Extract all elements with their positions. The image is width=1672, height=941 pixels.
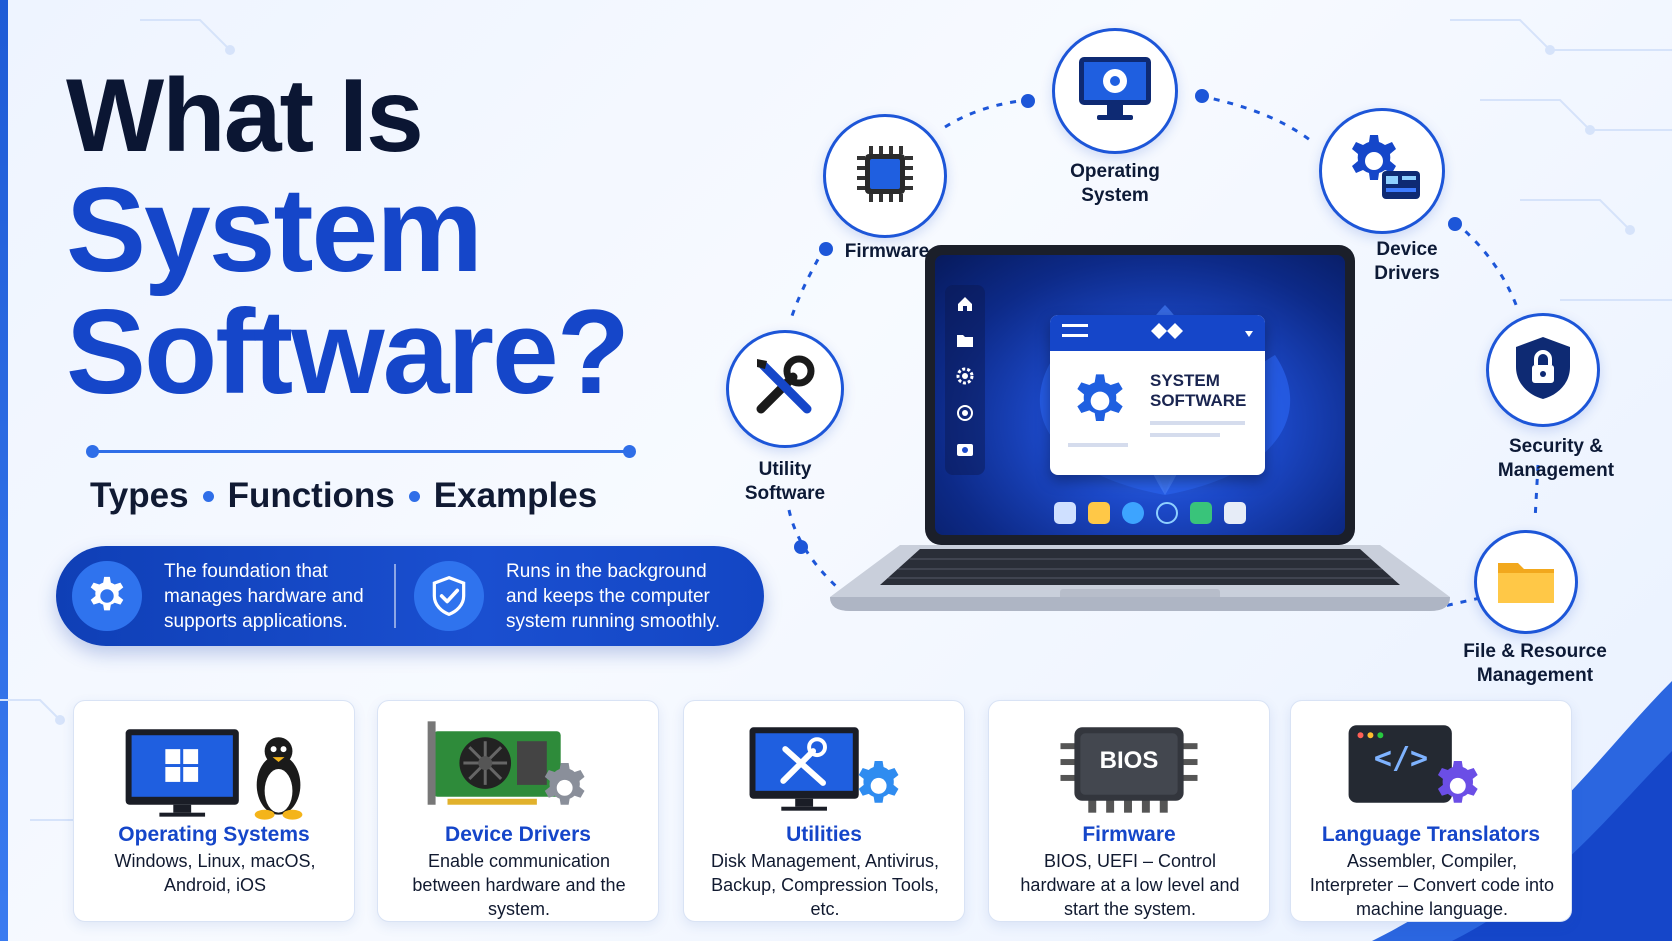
card-description: BIOS, UEFI – Control hardware at a low l… (1020, 851, 1240, 919)
app-icon[interactable] (1054, 502, 1076, 524)
card-description: Disk Management, Antivirus, Backup, Comp… (710, 851, 940, 919)
gear-card-icon (1342, 131, 1422, 212)
title-line-1: What Is (66, 58, 424, 174)
settings-icon[interactable] (1122, 502, 1144, 524)
folder-icon (956, 332, 974, 353)
gear-icon (956, 367, 974, 390)
monitor-tools-gear-icon (749, 727, 899, 811)
camera-icon (956, 441, 974, 462)
globe-icon[interactable] (1156, 502, 1178, 524)
node-label-operating-system: Operating System (1070, 161, 1160, 206)
node-label-device-drivers: Device Drivers (1374, 239, 1440, 284)
card-language-translators: </> Language Translators Assembler, Comp… (1290, 700, 1572, 922)
card-title: Utilities (786, 823, 862, 846)
node-security-management (1486, 313, 1600, 427)
window-title: SYSTEM SOFTWARE (1150, 371, 1246, 411)
card-title: Language Translators (1321, 823, 1541, 846)
gear-icon (956, 404, 974, 427)
card-description: Windows, Linux, macOS, Android, iOS (114, 851, 316, 895)
gear-icon (72, 561, 142, 631)
home-icon (956, 295, 974, 318)
node-file-resource-management (1474, 530, 1578, 634)
pill-left-text: The foundation that manages hardware and… (164, 560, 364, 632)
bios-chip-icon (1060, 727, 1198, 813)
node-device-drivers (1319, 108, 1445, 234)
title-underline (86, 445, 636, 458)
tagline-dot (202, 490, 214, 502)
system-software-window: SYSTEM SOFTWARE (1050, 315, 1265, 475)
monitor-gear-icon (1075, 53, 1155, 130)
tagline-dot (408, 490, 420, 502)
folder-icon[interactable] (1088, 502, 1110, 524)
node-utility-software (726, 330, 844, 448)
node-label-utility-software: Utility Software (744, 459, 826, 504)
pill-right-text: Runs in the background and keeps the com… (506, 560, 721, 632)
window-titlebar (1050, 315, 1265, 351)
folder-icon (1494, 553, 1558, 612)
card-operating-systems: Operating Systems Windows, Linux, macOS,… (73, 700, 355, 922)
laptop-screen: SYSTEM SOFTWARE (935, 255, 1345, 535)
code-window-gear-icon (1348, 725, 1478, 803)
title-line-3: Software? (66, 285, 630, 419)
card-device-drivers: Device Drivers Enable communication betw… (377, 700, 659, 922)
left-accent-stripe (0, 0, 8, 941)
card-utilities: Utilities Disk Management, Antivirus, Ba… (683, 700, 965, 922)
pill-divider (394, 564, 396, 628)
tools-icon (749, 351, 821, 428)
card-description: Assembler, Compiler, Interpreter – Conve… (1309, 851, 1555, 919)
tagline-examples: Examples (433, 476, 598, 515)
logo-icon (1147, 321, 1187, 346)
windows-monitor-penguin-icon (125, 729, 303, 820)
tagline: Types Functions Examples (90, 476, 597, 516)
shield-icon[interactable] (1190, 502, 1212, 524)
node-firmware (823, 114, 947, 238)
taskbar (1035, 497, 1265, 529)
tagline-functions: Functions (227, 476, 395, 515)
menu-icon (1062, 323, 1088, 343)
gear-icon (1068, 369, 1132, 438)
title-line-2: System (66, 163, 483, 297)
laptop-illustration: SYSTEM SOFTWARE (830, 240, 1450, 660)
card-title: Operating Systems (118, 823, 310, 846)
summary-pill: The foundation that manages hardware and… (56, 546, 764, 646)
chip-icon (847, 136, 923, 217)
card-firmware: BIOS Firmware BIOS, UEFI – Control hardw… (988, 700, 1270, 922)
node-label-firmware: Firmware (844, 241, 930, 262)
shield-lock-icon (1510, 333, 1576, 408)
node-label-security-management: Security & Management (1497, 436, 1615, 481)
graphics-card-gear-icon (427, 721, 585, 805)
corner-swoosh-decoration (1372, 681, 1672, 941)
node-label-file-resource-management: File & Resource Management (1463, 641, 1607, 686)
node-operating-system (1052, 28, 1178, 154)
chevron-down-icon (1245, 324, 1253, 342)
laptop-keyboard-base (830, 545, 1450, 611)
card-description: Enable communication between hardware an… (412, 851, 626, 919)
window-body: SYSTEM SOFTWARE (1050, 351, 1265, 475)
screen-sidebar (945, 285, 985, 475)
window-title-line-1: SYSTEM (1150, 371, 1220, 390)
code-label: </> (1373, 741, 1429, 776)
tagline-types: Types (90, 476, 189, 515)
trash-icon[interactable] (1224, 502, 1246, 524)
window-title-line-2: SOFTWARE (1150, 391, 1247, 410)
card-title: Firmware (1082, 823, 1176, 846)
card-title: Device Drivers (445, 823, 591, 846)
bios-chip-label: BIOS (1099, 747, 1159, 774)
laptop-screen-frame: SYSTEM SOFTWARE (925, 245, 1355, 545)
shield-check-icon (414, 561, 484, 631)
